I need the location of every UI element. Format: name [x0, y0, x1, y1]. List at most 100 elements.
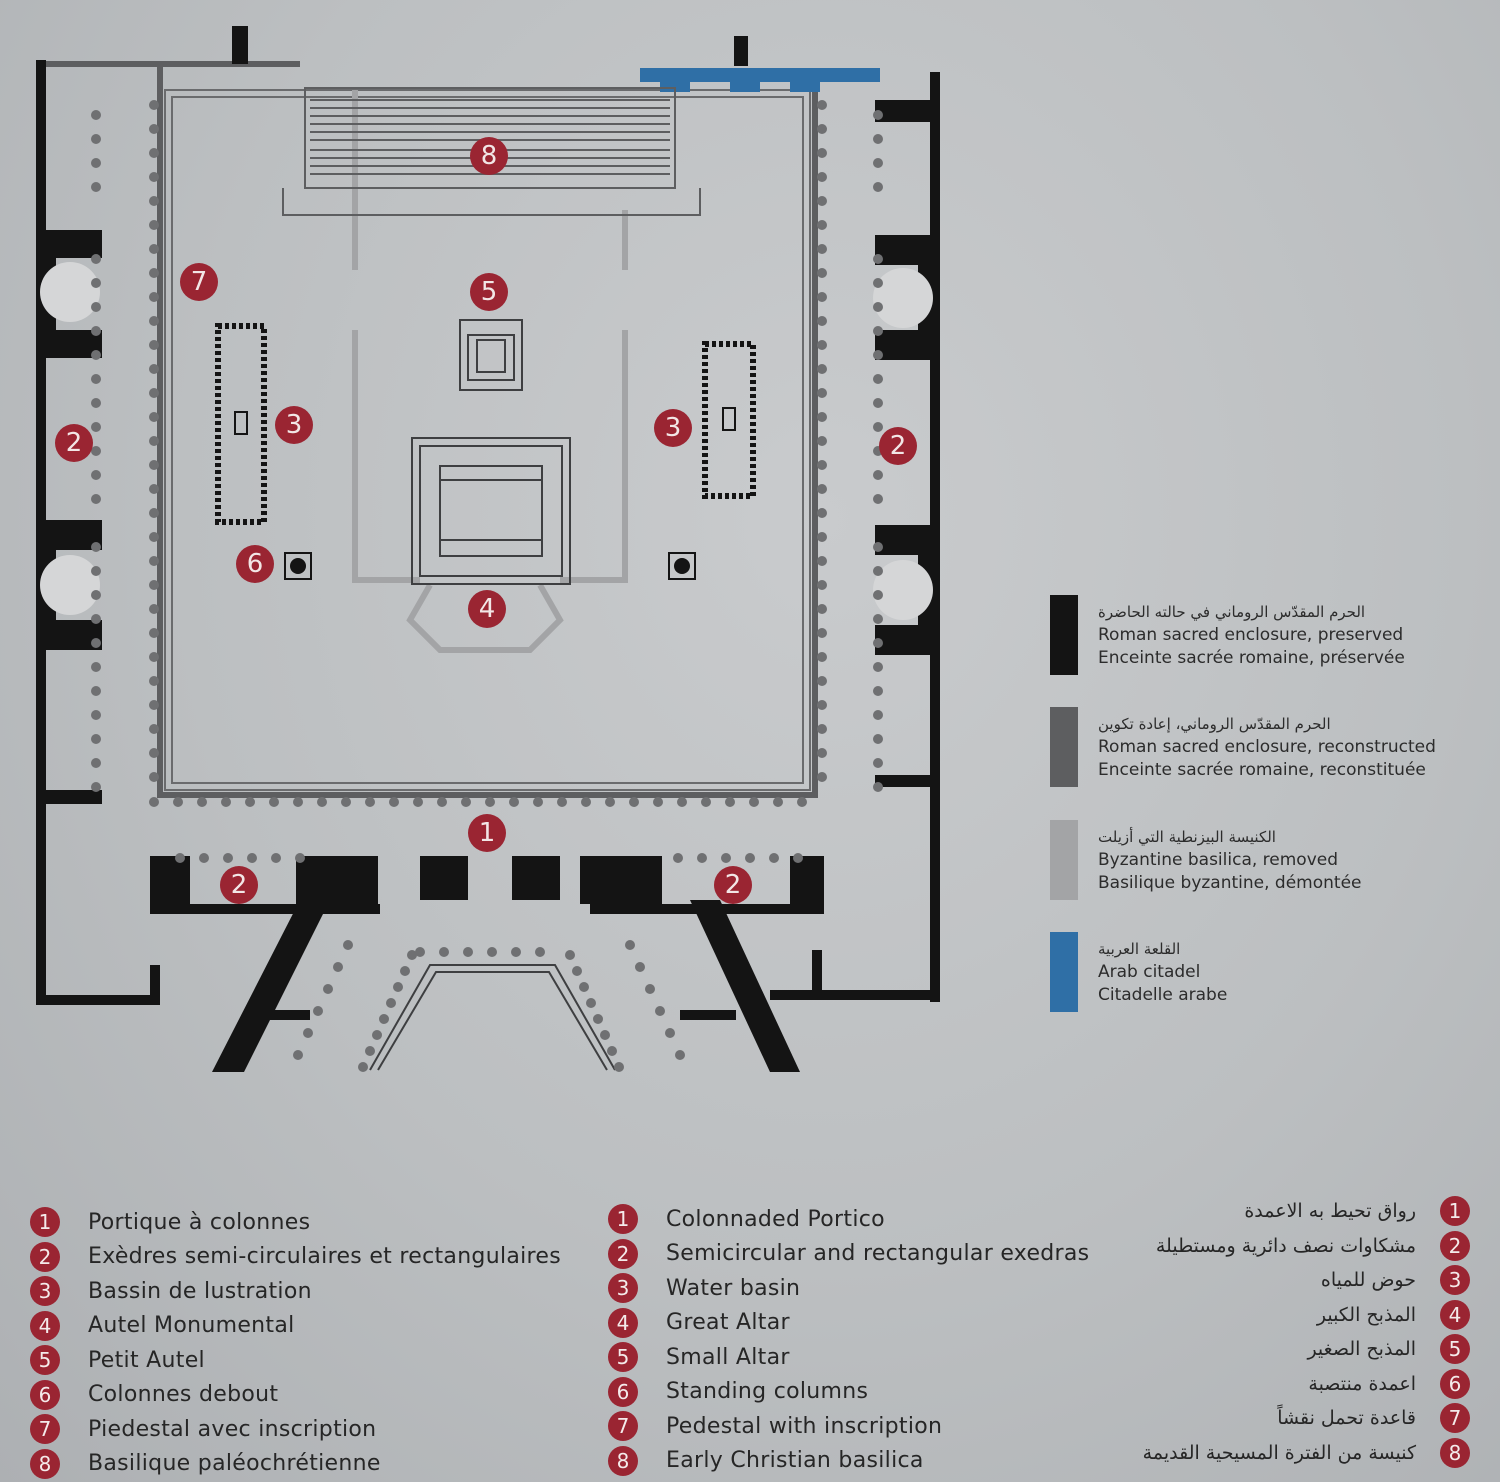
column-dot	[557, 797, 567, 807]
legend-swatch	[1050, 595, 1078, 675]
legend-removed: الكنيسة البيزنطية التي أزيلت Byzantine b…	[1050, 820, 1470, 902]
key-number: 1	[608, 1204, 638, 1235]
column-dot	[91, 470, 101, 480]
key-number: 8	[30, 1448, 60, 1479]
column-dot	[91, 350, 101, 360]
column-dot	[313, 1006, 323, 1016]
column-dot	[817, 172, 827, 182]
column-dot	[873, 110, 883, 120]
plan-marker-2-front-left: 2	[220, 866, 258, 904]
key-row: قاعدة تحمل نقشاً 7	[1080, 1401, 1470, 1436]
column-dot	[199, 853, 209, 863]
key-number: 3	[1440, 1265, 1470, 1296]
column-dot	[149, 700, 159, 710]
key-number: 6	[30, 1379, 60, 1410]
column-dot	[91, 614, 101, 624]
column-dot	[817, 484, 827, 494]
key-label: رواق تحيط به الاعمدة	[1244, 1200, 1416, 1223]
column-dot	[625, 940, 635, 950]
key-number: 3	[608, 1273, 638, 1304]
column-dot	[303, 1028, 313, 1038]
column-dot	[677, 797, 687, 807]
column-dot	[91, 134, 101, 144]
column-dot	[873, 422, 883, 432]
column-dot	[295, 853, 305, 863]
column-dot	[817, 556, 827, 566]
column-dot	[653, 797, 663, 807]
column-dot	[749, 797, 759, 807]
key-number: 7	[608, 1411, 638, 1442]
column-dot	[817, 436, 827, 446]
column-dot	[269, 797, 279, 807]
legend-label-en: Byzantine basilica, removed	[1098, 850, 1339, 870]
column-dot	[817, 412, 827, 422]
column-dot	[817, 316, 827, 326]
column-dot	[149, 748, 159, 758]
key-number: 2	[608, 1238, 638, 1269]
key-label: Water basin	[666, 1275, 801, 1301]
column-dot	[629, 797, 639, 807]
column-dot	[817, 652, 827, 662]
column-dot	[91, 182, 101, 192]
column-dot	[343, 940, 353, 950]
column-dot	[149, 196, 159, 206]
key-number: 5	[30, 1345, 60, 1376]
byzantine-basilica	[352, 90, 628, 653]
column-dot	[149, 724, 159, 734]
column-dot	[91, 758, 101, 768]
column-dot	[873, 662, 883, 672]
column-dot	[769, 853, 779, 863]
column-dot	[365, 797, 375, 807]
column-dot	[149, 292, 159, 302]
column-dot	[873, 374, 883, 384]
column-dot	[817, 532, 827, 542]
column-dot	[247, 853, 257, 863]
column-dot	[797, 797, 807, 807]
column-dot	[817, 388, 827, 398]
legend-swatch	[1050, 707, 1078, 787]
column-dot	[665, 1028, 675, 1038]
column-dot	[675, 1050, 685, 1060]
standing-columns	[284, 552, 696, 580]
column-dot	[197, 797, 207, 807]
key-label: قاعدة تحمل نقشاً	[1277, 1407, 1416, 1430]
legend-label-ar: الحرم المقدّس الروماني، إعادة تكوين	[1098, 715, 1331, 733]
column-dot	[873, 494, 883, 504]
citadel	[640, 68, 880, 92]
key-number: 2	[30, 1241, 60, 1272]
legend-preserved: الحرم المقدّس الروماني في حالته الحاضرة …	[1050, 595, 1470, 677]
column-dot	[873, 614, 883, 624]
column-dot	[793, 853, 803, 863]
plan-marker-2-left: 2	[55, 424, 93, 462]
column-dot	[817, 124, 827, 134]
column-dot	[149, 484, 159, 494]
column-dot	[333, 962, 343, 972]
key-number: 7	[1440, 1403, 1470, 1434]
column-dot	[873, 398, 883, 408]
column-dot	[817, 580, 827, 590]
column-dot	[149, 340, 159, 350]
legend-label-ar: الكنيسة البيزنطية التي أزيلت	[1098, 828, 1276, 846]
column-dot	[91, 302, 101, 312]
column-dot	[91, 326, 101, 336]
key-label: Colonnaded Portico	[666, 1206, 885, 1232]
column-dot	[91, 398, 101, 408]
column-dot	[565, 950, 575, 960]
key-label: المذبح الكبير	[1316, 1303, 1416, 1326]
column-dot	[873, 542, 883, 552]
key-number: 5	[608, 1342, 638, 1373]
column-dot	[91, 542, 101, 552]
column-dot	[91, 686, 101, 696]
key-label: Pedestal with inscription	[666, 1413, 943, 1439]
key-label: كنيسة من الفترة المسيحية القديمة	[1142, 1441, 1416, 1464]
